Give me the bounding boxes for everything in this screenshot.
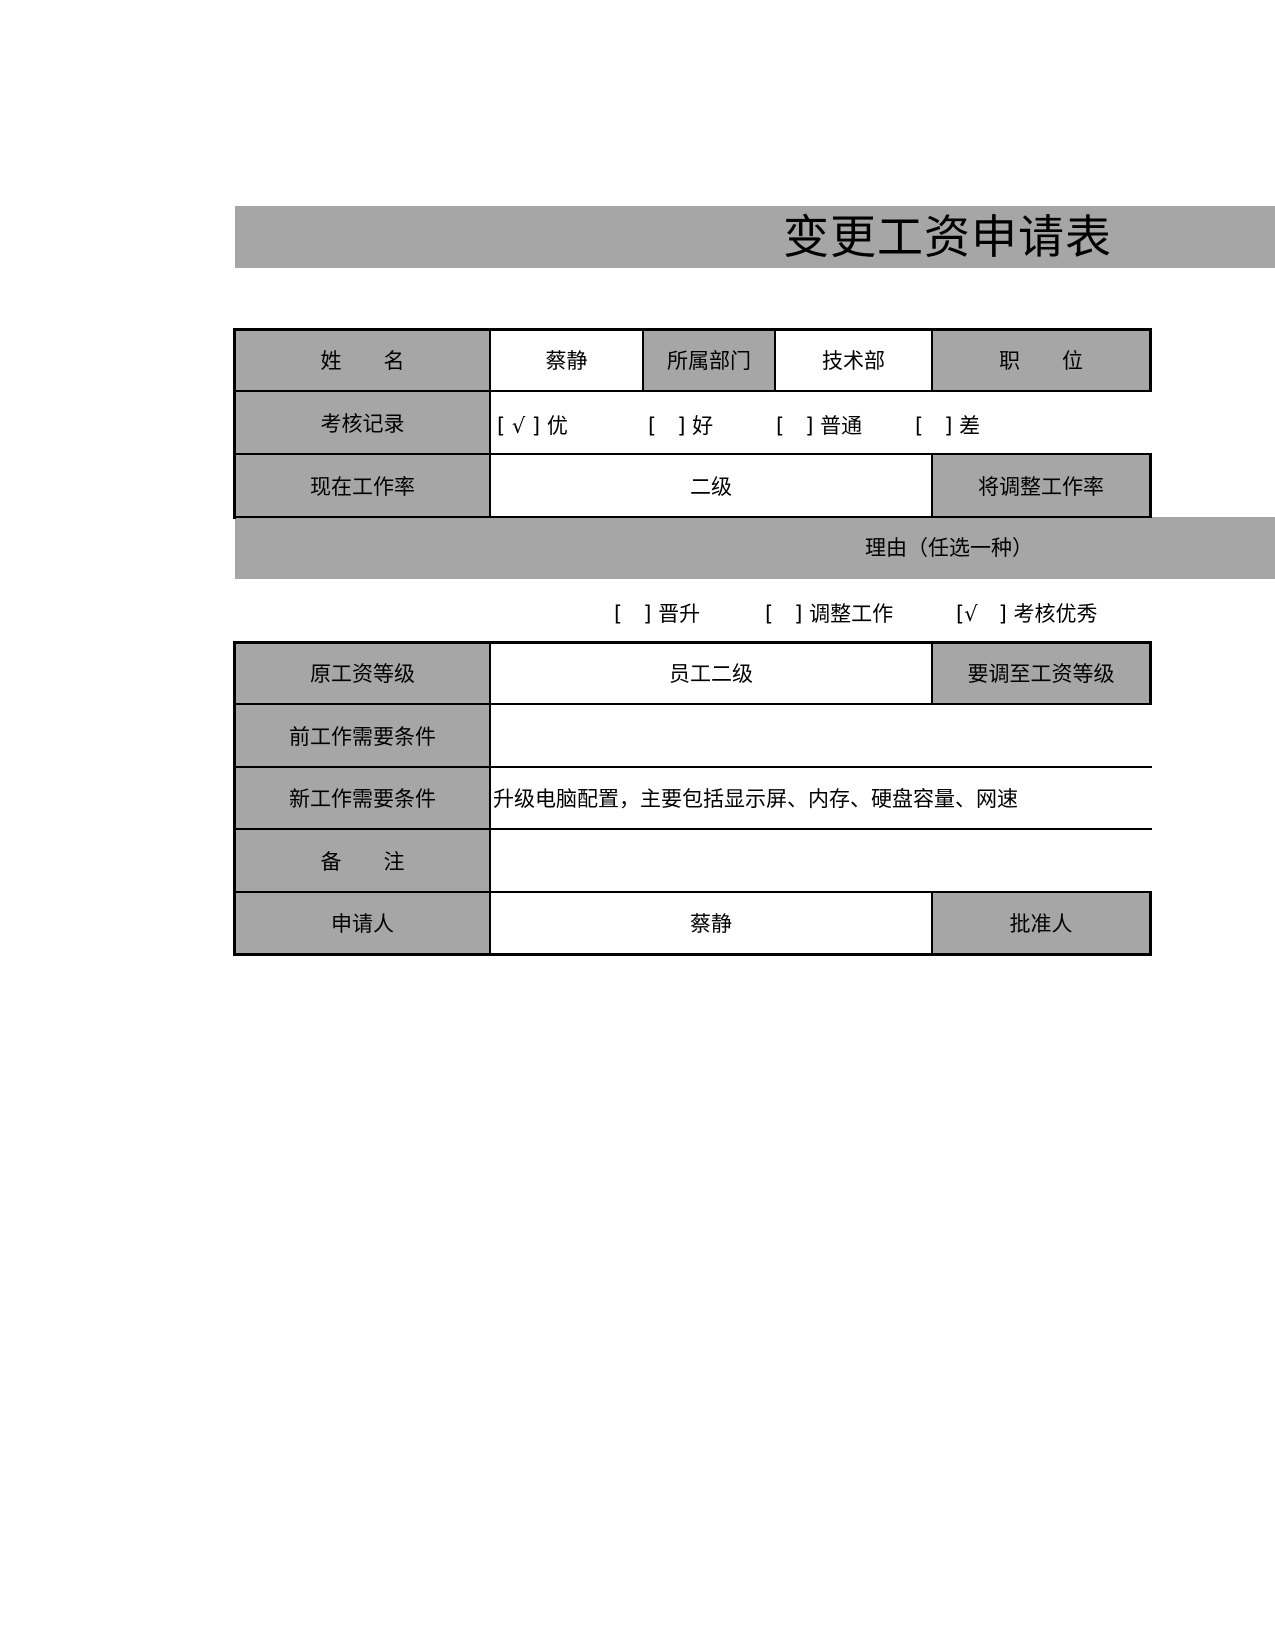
table-gridline [489, 641, 491, 955]
option-label: 调整工作 [809, 602, 894, 626]
table-border [1149, 453, 1152, 518]
remark-value [490, 829, 1150, 892]
option-label: 考核优秀 [1013, 602, 1098, 626]
name-value: 蔡静 [545, 349, 588, 373]
table-border [233, 328, 236, 519]
approver-label: 批准人 [932, 892, 1150, 954]
table-border [234, 641, 1152, 644]
table-gridline [774, 328, 776, 391]
name-label: 姓 名 [235, 329, 490, 391]
assessment-option-good: [ ] 好 [648, 410, 713, 440]
table-border [234, 328, 1152, 331]
table-border [1149, 891, 1152, 956]
table-gridline [642, 328, 644, 391]
table-gridline [234, 766, 1152, 768]
assessment-option-poor: [ ] 差 [915, 410, 980, 440]
table-border [1149, 641, 1152, 704]
remark-label: 备 注 [235, 829, 490, 892]
form-title: 变更工资申请表 [783, 210, 1112, 264]
checkbox-mark: [ ] [915, 414, 953, 438]
orig-grade-label: 原工资等级 [235, 642, 490, 704]
table-gridline [931, 641, 933, 704]
table-gridline [931, 328, 933, 391]
prev-req-label: 前工作需要条件 [235, 704, 490, 767]
applicant-value: 蔡静 [690, 912, 732, 936]
prev-req-value [490, 704, 1150, 767]
table-gridline [931, 891, 933, 955]
option-label: 普通 [820, 414, 863, 438]
orig-grade-value: 员工二级 [669, 662, 753, 686]
current-rate-value: 二级 [690, 474, 732, 499]
target-grade-label: 要调至工资等级 [932, 642, 1150, 704]
checkbox-mark: [ ] [776, 414, 814, 438]
reason-header: 理由（任选一种） [865, 536, 1033, 560]
table-border [1149, 328, 1152, 391]
table-gridline [234, 828, 1152, 830]
assessment-option-excellent: [ √ ] 优 [497, 410, 568, 440]
table-gridline [931, 453, 933, 518]
table-gridline [234, 390, 1152, 392]
table-gridline [234, 891, 1152, 893]
option-label: 优 [546, 414, 568, 438]
table-gridline [234, 703, 1152, 705]
position-label: 职 位 [932, 329, 1150, 391]
table-gridline [234, 453, 1152, 455]
checkbox-mark: [√ ] [956, 602, 1007, 626]
reason-option-promotion: [ ] 晋升 [614, 598, 700, 628]
option-label: 好 [692, 414, 714, 438]
checkbox-mark: [ ] [765, 602, 803, 626]
table-gridline [489, 328, 491, 518]
checkbox-mark: [ ] [614, 602, 652, 626]
assessment-option-normal: [ ] 普通 [776, 410, 862, 440]
title-bar: 变更工资申请表 [235, 206, 1275, 268]
new-req-value: 升级电脑配置，主要包括显示屏、内存、硬盘容量、网速 [493, 787, 1018, 811]
option-label: 差 [959, 414, 981, 438]
applicant-label: 申请人 [235, 892, 490, 954]
dept-label: 所属部门 [643, 329, 775, 391]
checkbox-mark: [ √ ] [497, 414, 541, 438]
reason-option-excellent-assessment: [√ ] 考核优秀 [956, 598, 1097, 628]
checkbox-mark: [ ] [648, 414, 686, 438]
table-border [233, 641, 236, 956]
reason-option-adjust-work: [ ] 调整工作 [765, 598, 893, 628]
reason-header-bar: 理由（任选一种） [235, 517, 1275, 579]
table-border [234, 953, 1152, 956]
new-rate-label: 将调整工作率 [932, 454, 1150, 517]
option-label: 晋升 [658, 602, 701, 626]
assessment-label: 考核记录 [235, 391, 490, 454]
new-req-label: 新工作需要条件 [235, 767, 490, 829]
table-gridline [234, 516, 1152, 518]
dept-value: 技术部 [822, 349, 885, 373]
current-rate-label: 现在工作率 [235, 454, 490, 517]
